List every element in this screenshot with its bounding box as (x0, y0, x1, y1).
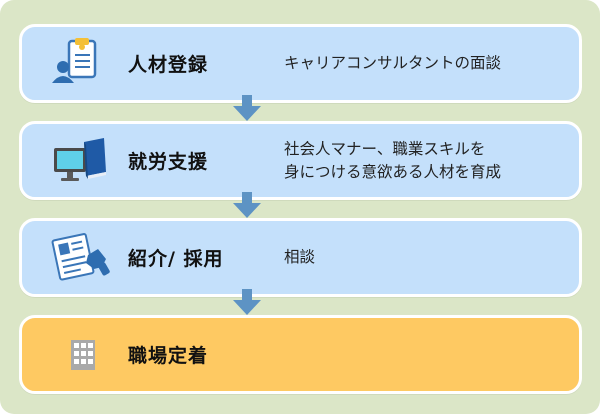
step-description: 相談 (284, 221, 574, 294)
step-label: 人材登録 (128, 54, 209, 76)
computer-book-icon (48, 132, 110, 190)
description-line: 社会人マナー、職業スキルを (284, 139, 486, 158)
step-label: 職場定着 (128, 345, 209, 367)
step-label: 就労支援 (128, 151, 209, 173)
id-badge-icon (48, 35, 110, 93)
description-line: 相談 (284, 248, 316, 266)
down-arrow-icon (233, 289, 261, 315)
down-arrow-icon (233, 95, 261, 121)
step-introduction-hiring: 紹介/ 採用 相談 (19, 218, 582, 297)
description-line: キャリアコンサルタントの面談 (284, 54, 502, 72)
step-label: 紹介/ 採用 (128, 248, 224, 270)
down-arrow-icon (233, 192, 261, 218)
resume-handshake-icon (48, 229, 110, 287)
building-icon (48, 326, 110, 384)
step-workplace-retention: 職場定着 (19, 315, 582, 394)
step-employment-support: 就労支援 社会人マナー、職業スキルを 身につける意欲ある人材を育成 (19, 121, 582, 200)
description-line: 身につける意欲ある人材を育成 (284, 162, 502, 181)
step-description: 社会人マナー、職業スキルを 身につける意欲ある人材を育成 (284, 124, 574, 197)
step-registration: 人材登録 キャリアコンサルタントの面談 (19, 24, 582, 103)
step-description: キャリアコンサルタントの面談 (284, 27, 574, 100)
